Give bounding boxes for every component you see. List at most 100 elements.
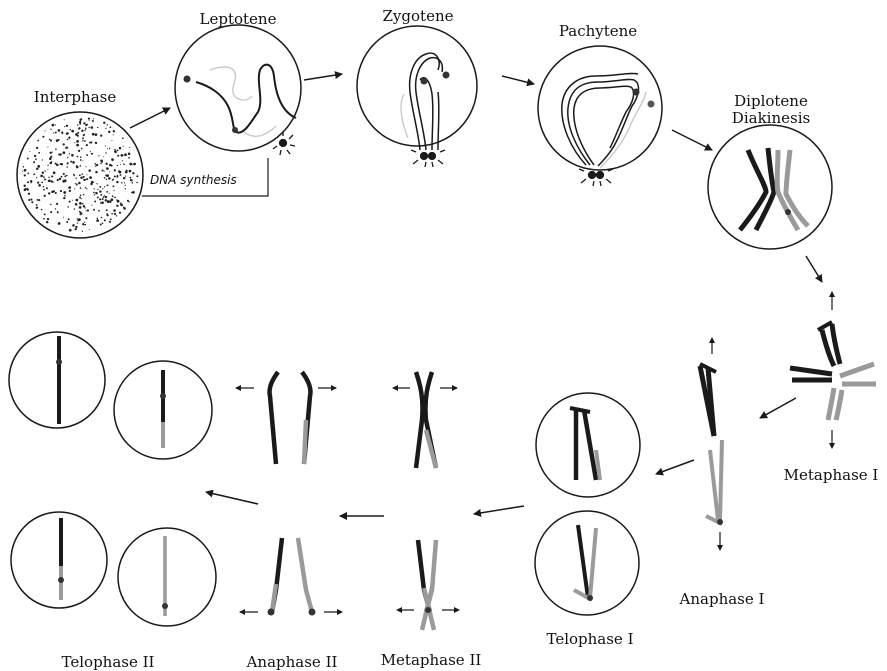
chromatin-speckle [100,202,101,203]
chromatin-speckle [122,137,124,139]
interphase-cell [17,112,143,238]
chromatin-speckle [63,173,65,175]
chromatin-speckle [46,221,48,223]
chromatin-speckle [83,176,85,178]
telophase-2-cell-3 [11,512,107,608]
chromatin-speckle [105,199,107,201]
label-anaphase-1: Anaphase I [680,590,765,608]
chromatin-speckle [70,161,72,163]
chromatin-speckle [129,170,132,173]
chromatin-speckle [107,184,109,186]
chromatin-speckle [23,166,25,168]
metaphase-1-figure [790,292,876,448]
chromatin-speckle [120,164,121,165]
chromatin-speckle [63,151,66,154]
chromatin-speckle [99,198,101,200]
chromatin-speckle [125,188,126,189]
chromatin-speckle [117,155,119,157]
chromatin-speckle [47,165,48,166]
chromatin-speckle [71,154,74,157]
chromatin-speckle [105,152,106,153]
chromatin-speckle [85,179,86,180]
chromatin-speckle [123,146,124,147]
chromatin-speckle [27,158,29,160]
chromatin-speckle [97,218,98,219]
chromatin-speckle [109,171,110,172]
chromatin-speckle [79,165,81,167]
chromatin-speckle [105,196,107,198]
chromatin-speckle [126,170,128,172]
label-metaphase-1: Metaphase I [784,466,879,484]
chromatin-speckle [104,177,106,179]
chromatin-speckle [47,169,48,170]
chromatin-speckle [83,194,84,195]
label-telophase-1: Telophase I [546,630,633,648]
chromatin-speckle [112,195,114,197]
chromatin-speckle [40,175,42,177]
chromatin-speckle [68,137,70,139]
chromatin-speckle [79,174,81,176]
chromatin-speckle [129,177,131,179]
chromatin-speckle [36,177,37,178]
chromatin-speckle [80,187,82,189]
chromatin-speckle [109,200,110,201]
chromatin-speckle [103,196,105,198]
chromatin-speckle [50,139,52,141]
chromatin-speckle [43,218,45,220]
anaphase-2-top-figure [236,372,336,464]
chromatin-speckle [37,181,39,183]
chromatin-speckle [66,175,68,177]
label-diplotene: Diplotene [734,92,808,110]
chromatin-speckle [63,197,65,199]
chromatin-speckle [85,217,87,219]
chromatin-speckle [86,154,88,156]
chromatin-speckle [119,212,121,214]
chromatin-speckle [47,146,48,147]
chromatin-speckle [66,166,68,168]
chromatin-speckle [101,217,103,219]
chromatin-speckle [77,124,78,125]
label-leptotene: Leptotene [200,10,277,28]
chromatin-speckle [110,218,112,220]
chromatin-speckle [129,163,132,166]
label-pachytene: Pachytene [559,22,637,40]
chromatin-speckle [92,120,94,122]
zygotene-cell [357,26,477,167]
chromatin-speckle [66,125,68,127]
chromatin-speckle [77,223,78,224]
chromatin-speckle [30,180,32,182]
chromatin-speckle [103,170,104,171]
chromatin-speckle [108,177,111,180]
chromatin-speckle [95,171,97,173]
chromatin-speckle [66,146,68,148]
chromatin-speckle [72,161,75,164]
chromatin-speckle [102,223,104,225]
chromatin-speckle [92,133,95,136]
chromatin-speckle [43,186,44,187]
arrow-interphase-to-leptotene [130,108,170,128]
chromatin-speckle [113,179,114,180]
chromatin-speckle [132,182,134,184]
chromatin-speckle [64,195,66,197]
chromatin-speckle [58,222,61,225]
chromatin-speckle [136,175,138,177]
metaphase-2-bottom-figure [397,540,459,630]
chromatin-speckle [79,202,82,205]
chromatin-speckle [64,126,65,127]
chromatin-speckle [34,155,36,157]
chromatin-speckle [83,206,85,208]
chromatin-speckle [49,139,50,140]
arrow-telophase-1-to-metaphase-2 [474,506,524,514]
chromatin-speckle [91,181,94,184]
chromatin-speckle [88,169,91,172]
chromatin-speckle [51,161,52,162]
chromatin-speckle [94,188,95,189]
chromatin-speckle [24,169,27,172]
chromatin-speckle [94,163,96,165]
chromatin-speckle [53,132,54,133]
chromatin-speckle [83,122,85,124]
chromatin-speckle [67,157,68,158]
chromatin-speckle [41,182,43,184]
chromatin-speckle [36,168,38,170]
chromatin-speckle [97,127,98,128]
